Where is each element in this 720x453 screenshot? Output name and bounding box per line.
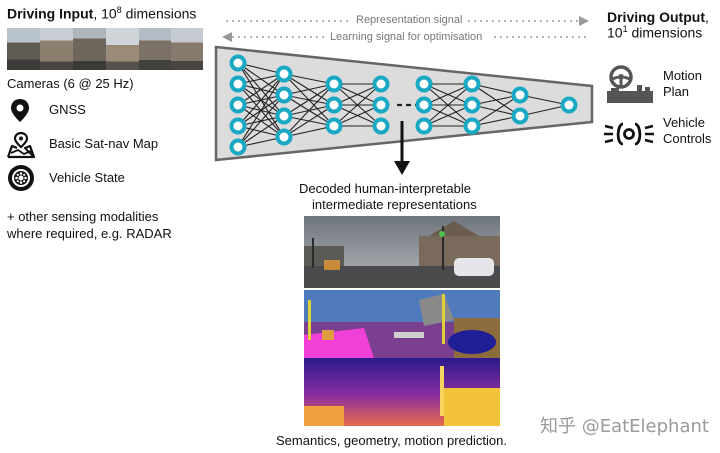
network-node <box>415 117 433 135</box>
network-node <box>275 107 293 125</box>
learning-signal-label: Learning signal for optimisation <box>330 31 483 43</box>
map-icon <box>6 131 36 159</box>
camera-frame-image <box>304 216 500 288</box>
representation-signal-label: Representation signal <box>356 14 463 26</box>
caption: Semantics, geometry, motion prediction. <box>276 433 507 448</box>
network-edge <box>283 83 335 96</box>
down-arrow <box>394 121 410 175</box>
network-node <box>415 75 433 93</box>
network-edge <box>423 83 473 127</box>
location-pin-icon <box>11 99 29 122</box>
network-node <box>463 117 481 135</box>
network-edge <box>283 125 335 138</box>
network-node <box>229 117 247 135</box>
network-edge <box>237 73 285 148</box>
output-dimensions: 101 dimensions <box>607 24 703 41</box>
motion-plan-line1: Motion <box>663 68 703 83</box>
network-node <box>275 86 293 104</box>
network-edge <box>283 83 335 138</box>
network-edge <box>237 73 285 106</box>
gnss-label: GNSS <box>49 102 86 117</box>
neural-network-diagram <box>214 45 594 162</box>
network-node <box>325 96 343 114</box>
other-modalities-line1: + other sensing modalities <box>7 209 159 224</box>
map-label: Basic Sat-nav Map <box>49 136 159 151</box>
network-edge <box>237 115 285 148</box>
network-edge <box>283 83 335 117</box>
steering-wheel-icon <box>607 65 653 103</box>
network-edge <box>333 83 382 106</box>
cameras-label: Cameras (6 @ 25 Hz) <box>7 76 134 91</box>
decoded-line1: Decoded human-interpretable <box>299 181 471 196</box>
vehicle-controls-line2: Controls <box>663 131 712 146</box>
network-node <box>229 75 247 93</box>
depth-geometry-image <box>304 358 500 426</box>
motion-plan-line2: Plan <box>663 84 690 99</box>
network-edge <box>237 94 285 148</box>
network-edge <box>283 104 335 138</box>
network-edge <box>423 104 473 127</box>
network-node <box>229 54 247 72</box>
network-node <box>372 75 390 93</box>
wheel-icon <box>8 165 34 191</box>
signal-arrows <box>222 16 590 42</box>
network-edge <box>333 104 382 127</box>
output-title: Driving Output, <box>607 9 709 25</box>
network-node <box>560 96 578 114</box>
network-node <box>372 117 390 135</box>
input-title: Driving Input, 108 dimensions <box>7 5 197 22</box>
semantic-segmentation-image <box>304 290 500 358</box>
network-node <box>415 96 433 114</box>
network-node <box>229 96 247 114</box>
network-edge <box>237 73 285 127</box>
decoded-line2: intermediate representations <box>312 197 477 212</box>
network-node <box>325 75 343 93</box>
network-node <box>511 86 529 104</box>
network-edge <box>333 83 382 127</box>
camera-images <box>7 28 203 70</box>
network-edge <box>423 83 473 106</box>
network-node <box>275 128 293 146</box>
network-node <box>229 138 247 156</box>
network-node <box>463 96 481 114</box>
network-node <box>325 117 343 135</box>
other-modalities-line2: where required, e.g. RADAR <box>7 226 172 241</box>
network-node <box>275 65 293 83</box>
network-node <box>372 96 390 114</box>
network-node <box>463 75 481 93</box>
network-edge <box>471 94 521 127</box>
watermark: 知乎 @EatElephant <box>540 416 709 437</box>
headlights-icon <box>604 122 654 146</box>
vehicle-controls-line1: Vehicle <box>663 115 705 130</box>
vehicle-state-label: Vehicle State <box>49 170 125 185</box>
network-node <box>511 107 529 125</box>
